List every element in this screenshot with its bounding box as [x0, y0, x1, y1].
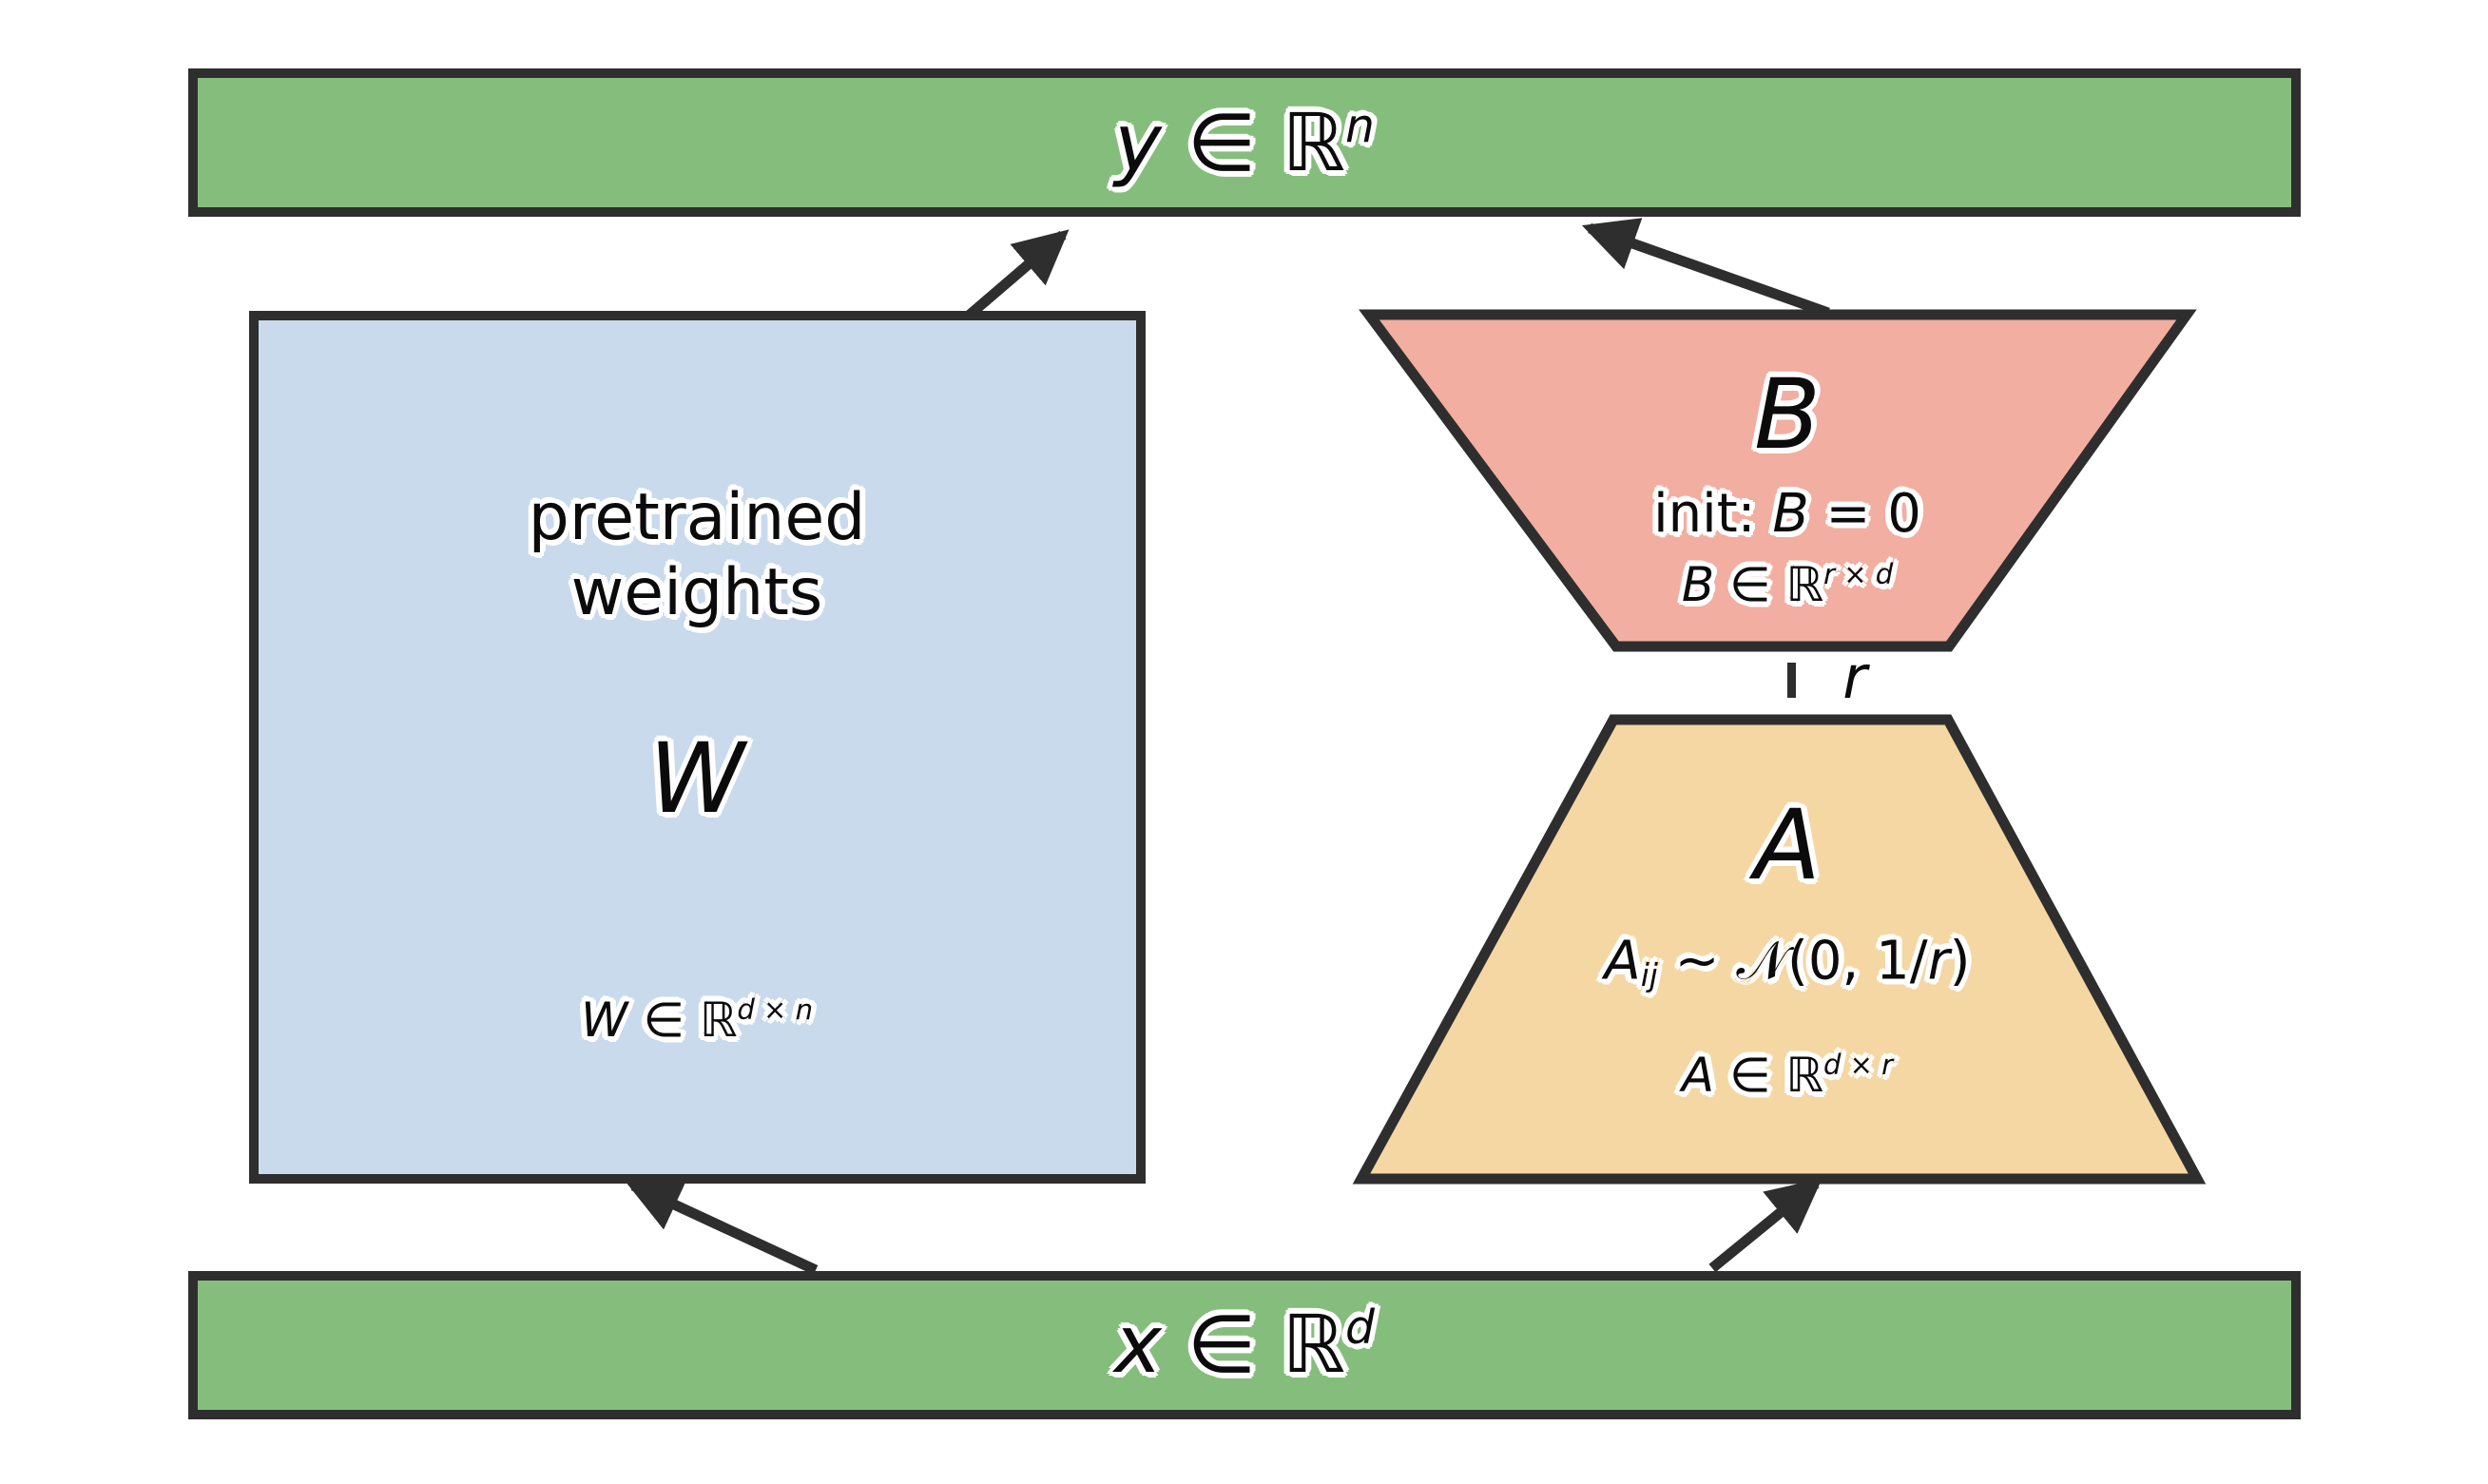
- b-init-variable: B: [1772, 483, 1809, 545]
- a-dist-subscript: ij: [1640, 956, 1658, 993]
- b-dimensions: B ∈ ℝr × d: [1682, 561, 1893, 608]
- pretrained-caption-line1: pretrained: [528, 480, 866, 555]
- a-distribution: Aij ∼ 𝒩(0, 1/r): [1605, 935, 1971, 992]
- arrow-b-to-y: [1581, 218, 1830, 318]
- b-init-label: init: B = 0: [1653, 488, 1921, 541]
- a-dist-r: r: [1927, 930, 1950, 993]
- w-symbol: W: [648, 723, 745, 836]
- w-dims-superscript: d × n: [737, 993, 813, 1027]
- b-init-prefix: init:: [1653, 483, 1773, 545]
- a-dims-base: A ∈ ℝ: [1681, 1048, 1824, 1103]
- input-label-base: x ∈ ℝ: [1114, 1298, 1345, 1391]
- input-vector-label: x ∈ ℝd: [1114, 1304, 1375, 1384]
- arrow-w-to-y: [966, 229, 1070, 319]
- output-vector-bar: [188, 68, 2301, 217]
- input-vector-bar: [188, 1271, 2301, 1419]
- output-label-superscript: n: [1344, 99, 1375, 153]
- w-dims-base: W ∈ ℝ: [581, 993, 738, 1048]
- input-label-superscript: d: [1344, 1301, 1375, 1355]
- a-trapezoid: [1352, 714, 2207, 1185]
- rank-label: r: [1842, 643, 1867, 712]
- b-dims-superscript: r × d: [1823, 558, 1894, 591]
- a-dist-rest-pre: ∼ 𝒩(0, 1/: [1657, 930, 1928, 993]
- a-symbol: A: [1754, 789, 1821, 902]
- b-symbol: B: [1754, 358, 1821, 472]
- a-dimensions: A ∈ ℝd × r: [1682, 1051, 1893, 1099]
- pretrained-caption-line2: weights: [570, 555, 823, 630]
- b-dims-base: B ∈ ℝ: [1681, 557, 1824, 612]
- arrow-x-to-a: [1708, 1178, 1823, 1273]
- a-dims-superscript: d × r: [1823, 1049, 1894, 1082]
- pretrained-weights-box: [249, 311, 1146, 1184]
- output-vector-label: y ∈ ℝn: [1114, 103, 1375, 183]
- output-label-base: y ∈ ℝ: [1114, 96, 1345, 189]
- a-dist-rest-post: ): [1949, 930, 1971, 993]
- a-dist-variable: A: [1604, 930, 1641, 993]
- w-dimensions: W ∈ ℝd × n: [581, 996, 813, 1044]
- b-init-rest: = 0: [1808, 483, 1921, 545]
- arrow-x-to-w: [626, 1180, 819, 1275]
- rank-tick: [1787, 663, 1796, 698]
- b-trapezoid: [1359, 309, 2197, 652]
